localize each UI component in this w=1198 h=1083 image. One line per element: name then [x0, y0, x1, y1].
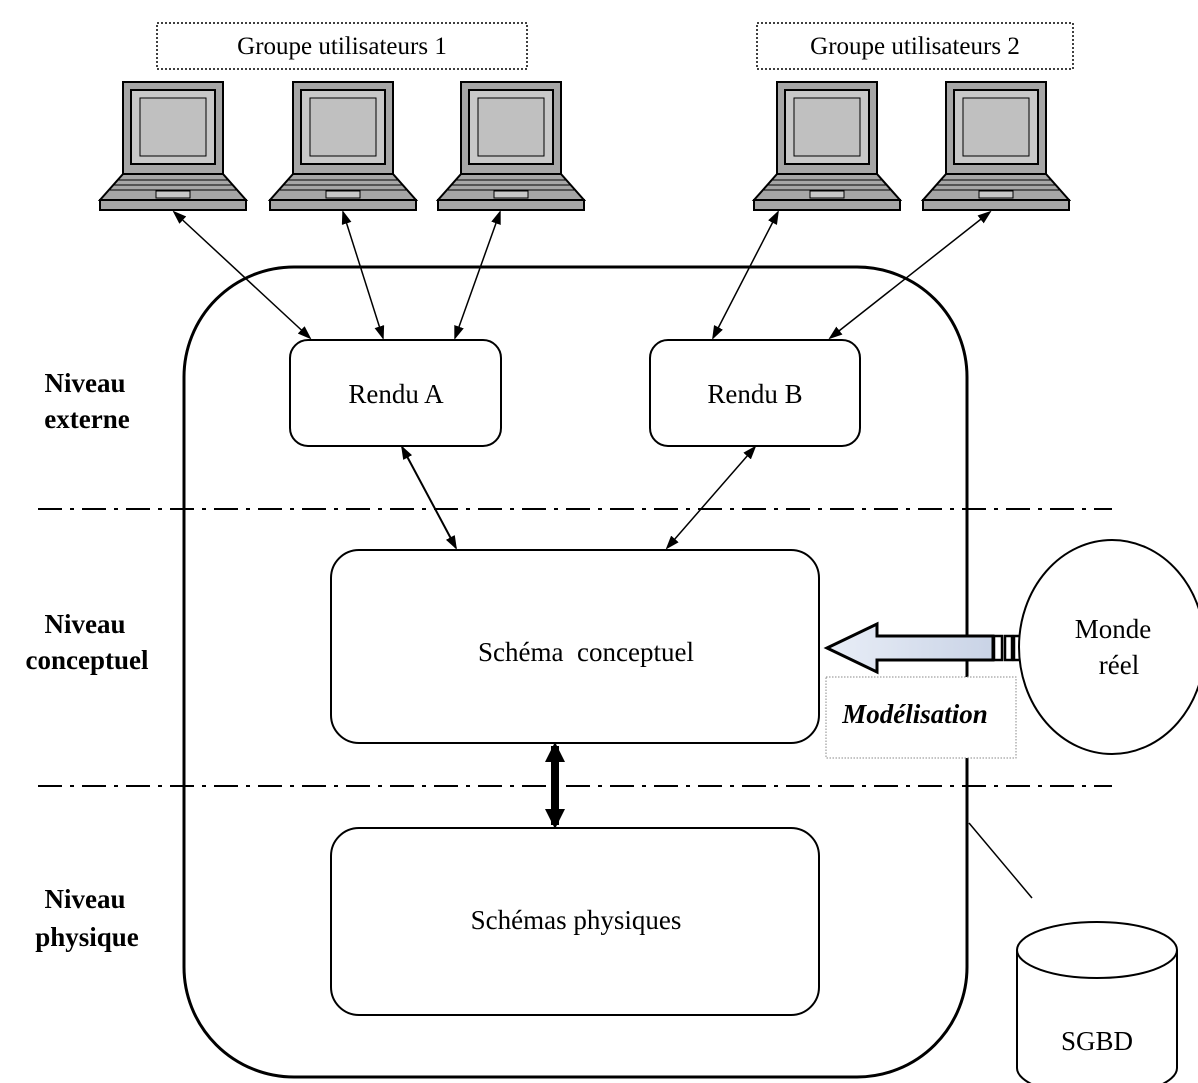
arrow-laptop4-rendu-b: [712, 210, 779, 340]
rendu-b-label: Rendu B: [707, 379, 802, 409]
arrow-rendu-b-conceptual: [665, 445, 757, 550]
conceptual-schema-box: Schéma conceptuel: [330, 549, 820, 744]
laptop-icon: [753, 81, 901, 211]
laptop-icon: [99, 81, 247, 211]
level-conceptual-line1: Niveau: [45, 609, 126, 639]
rendu-a-box: Rendu A: [289, 339, 502, 447]
conceptual-schema-label: Schéma conceptuel: [478, 637, 694, 667]
arrow-rendu-a-conceptual: [401, 445, 457, 550]
dbms-connector: [968, 822, 1033, 899]
real-world-circle: Monde réel: [1018, 539, 1198, 755]
arrow-laptop1-rendu-a: [172, 210, 312, 340]
real-world-line1: Monde: [1075, 614, 1152, 644]
physical-schemas-label: Schémas physiques: [471, 905, 682, 935]
level-external-line2: externe: [44, 404, 129, 434]
database-cylinder-icon: SGBD: [1016, 921, 1178, 1083]
laptop-icon: [269, 81, 417, 211]
block-arrow-left-icon: [823, 621, 1022, 675]
rendu-a-label: Rendu A: [348, 379, 444, 409]
rendu-b-box: Rendu B: [649, 339, 861, 447]
dbms-container: [182, 265, 969, 1079]
arrow-laptop3-rendu-a: [454, 210, 501, 340]
modeling-label: Modélisation: [841, 699, 988, 729]
level-physical-line1: Niveau: [45, 884, 126, 914]
real-world-line2: réel: [1099, 650, 1139, 680]
arrow-laptop2-rendu-a: [341, 210, 385, 340]
user-group-2: Groupe utilisateurs 2: [756, 22, 1074, 70]
level-conceptual-line2: conceptuel: [26, 645, 149, 675]
user-group-1: Groupe utilisateurs 1: [156, 22, 528, 70]
user-group-2-label: Groupe utilisateurs 2: [810, 33, 1020, 60]
modeling-label-box: Modélisation: [825, 676, 1017, 759]
level-physical-line2: physique: [35, 922, 139, 952]
level-external-line1: Niveau: [45, 368, 126, 398]
user-group-1-label: Groupe utilisateurs 1: [237, 33, 447, 60]
laptop-icon: [922, 81, 1070, 211]
physical-schemas-box: Schémas physiques: [330, 827, 820, 1016]
dbms-label: SGBD: [1061, 1026, 1133, 1056]
laptop-icon: [437, 81, 585, 211]
arrow-laptop5-rendu-b: [828, 210, 992, 340]
